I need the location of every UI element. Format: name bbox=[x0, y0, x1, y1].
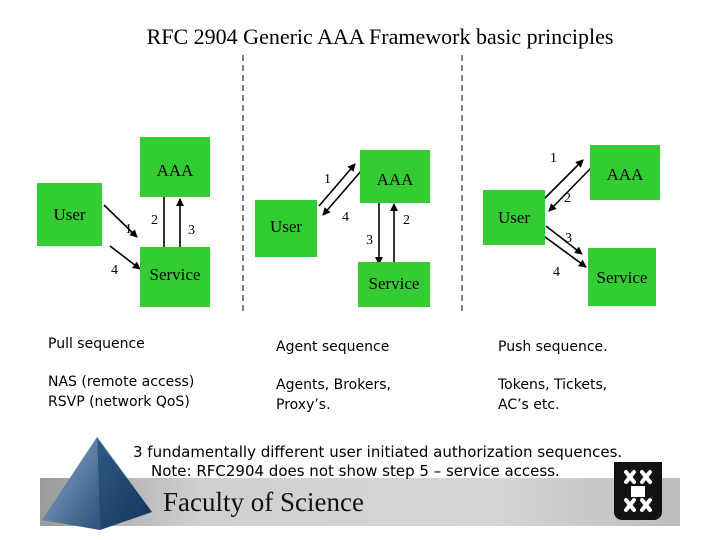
push-arrow-2 bbox=[548, 167, 592, 212]
slide-title: RFC 2904 Generic AAA Framework basic pri… bbox=[146, 24, 614, 49]
university-crest-icon bbox=[614, 462, 662, 520]
agent-example-2: Proxy’s. bbox=[276, 397, 331, 413]
summary-note-line-2: Note: RFC2904 does not show step 5 – ser… bbox=[151, 462, 560, 480]
pull-user-label: User bbox=[53, 205, 86, 224]
agent-aaa-box: AAA bbox=[360, 150, 430, 203]
agent-examples: Agents, Brokers, Proxy’s. bbox=[276, 375, 391, 415]
summary-note-line-1: 3 fundamentally different user initiated… bbox=[133, 443, 623, 461]
push-aaa-box: AAA bbox=[590, 145, 660, 200]
agent-user-label: User bbox=[269, 217, 303, 236]
pull-arrows bbox=[103, 197, 184, 270]
push-step-1: 1 bbox=[550, 151, 557, 166]
push-example-1: Tokens, Tickets, bbox=[498, 377, 608, 393]
pull-aaa-box: AAA bbox=[140, 137, 210, 197]
push-service-label: Service bbox=[596, 268, 648, 287]
agent-example-1: Agents, Brokers, bbox=[276, 377, 391, 393]
faculty-banner bbox=[40, 478, 680, 526]
pull-aaa-label: AAA bbox=[156, 161, 194, 180]
pull-service-box: Service bbox=[140, 247, 210, 307]
pull-examples: NAS (remote access) RSVP (network QoS) bbox=[48, 372, 194, 412]
agent-arrows bbox=[318, 163, 398, 266]
agent-service-box: Service bbox=[358, 262, 430, 307]
summary-note: 3 fundamentally different user initiated… bbox=[133, 443, 622, 481]
pull-arrow-4 bbox=[109, 245, 141, 270]
pull-arrow-1 bbox=[103, 204, 138, 238]
agent-aaa-label: AAA bbox=[376, 170, 414, 189]
pull-example-1: NAS (remote access) bbox=[48, 374, 195, 390]
push-step-4: 4 bbox=[553, 265, 560, 280]
push-arrow-3 bbox=[545, 225, 583, 255]
separator-lines bbox=[242, 55, 463, 312]
pull-service-label: Service bbox=[149, 265, 201, 284]
pull-step-3: 3 bbox=[188, 223, 195, 238]
pull-user-box: User bbox=[37, 183, 102, 246]
push-arrows bbox=[540, 159, 592, 268]
agent-step-1: 1 bbox=[324, 172, 331, 187]
push-example-2: AC’s etc. bbox=[498, 397, 560, 413]
faculty-name: Faculty of Science bbox=[163, 487, 364, 517]
pull-example-2: RSVP (network QoS) bbox=[48, 394, 190, 410]
push-arrow-4 bbox=[540, 233, 587, 268]
pull-step-4: 4 bbox=[111, 263, 118, 278]
agent-step-4: 4 bbox=[342, 210, 349, 225]
push-arrow-1 bbox=[542, 159, 584, 201]
push-examples: Tokens, Tickets, AC’s etc. bbox=[498, 375, 607, 415]
agent-step-3: 3 bbox=[366, 233, 373, 248]
push-user-label: User bbox=[497, 208, 531, 227]
push-service-box: Service bbox=[588, 248, 656, 306]
push-user-box: User bbox=[483, 190, 545, 245]
pull-sequence-title: Pull sequence bbox=[48, 336, 145, 352]
push-step-2: 2 bbox=[564, 191, 571, 206]
agent-step-2: 2 bbox=[403, 213, 410, 228]
agent-user-box: User bbox=[255, 200, 317, 257]
push-sequence-title: Push sequence. bbox=[498, 339, 608, 355]
pull-step-1: 1 bbox=[125, 222, 132, 237]
agent-arrow-4 bbox=[322, 169, 363, 216]
pull-step-2: 2 bbox=[151, 213, 158, 228]
push-aaa-label: AAA bbox=[606, 165, 644, 184]
agent-service-label: Service bbox=[368, 274, 420, 293]
agent-sequence-title: Agent sequence bbox=[276, 339, 390, 355]
push-step-3: 3 bbox=[565, 231, 572, 246]
agent-arrow-1 bbox=[318, 163, 356, 207]
